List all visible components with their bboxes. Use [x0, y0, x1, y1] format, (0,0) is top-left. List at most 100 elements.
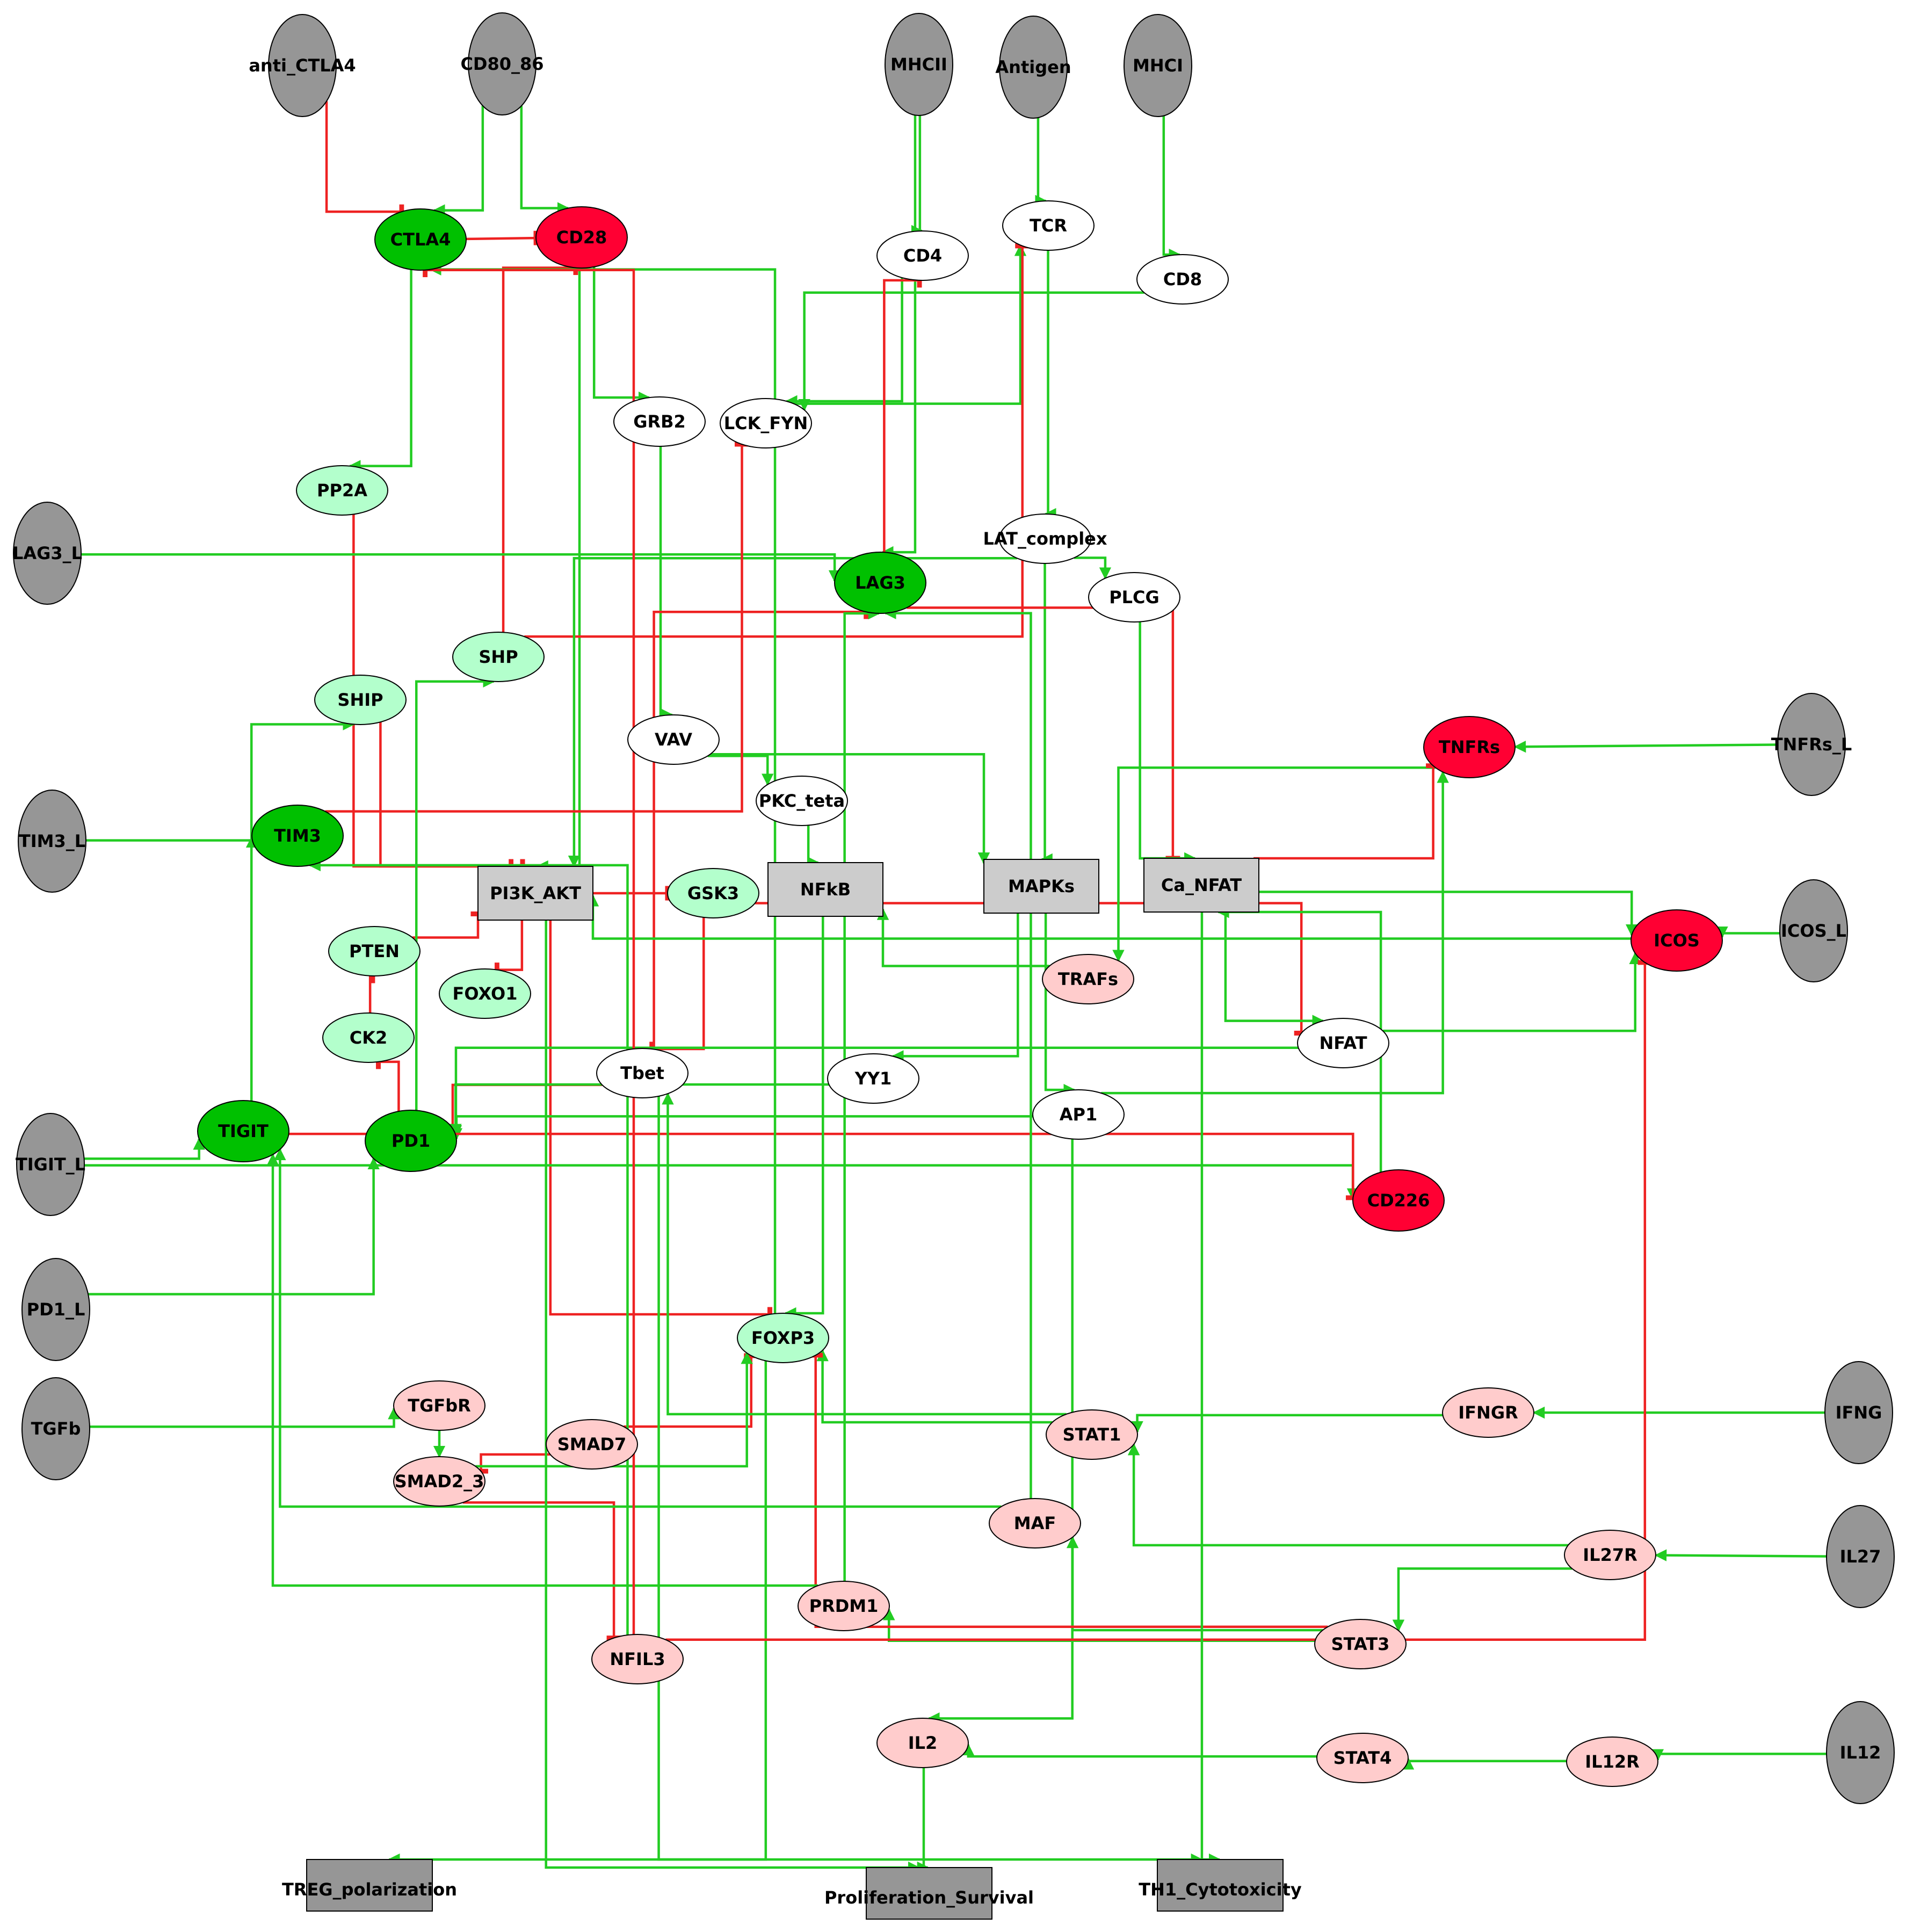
node-STAT4: STAT4: [1316, 1733, 1409, 1783]
node-shape-Tbet: [596, 1048, 689, 1098]
edge-Tbet-inhibits-PD1: [445, 1083, 603, 1131]
edge-CK2-inhibits-PTEN: [368, 968, 375, 1014]
edge-CD4-activates-LCK_FYN: [785, 278, 903, 408]
node-shape-TREG_polarization: [306, 1859, 433, 1912]
edge-PI3K_AKT-inhibits-FOXO1: [494, 920, 524, 978]
node-shape-CD8: [1136, 254, 1229, 305]
edge-MHCII-activates-CD4: [911, 115, 924, 237]
node-shape-ICOS_L: [1779, 879, 1848, 982]
node-shape-LCK_FYN: [720, 398, 812, 448]
edge-IL12R-activates-STAT4: [1402, 1757, 1567, 1770]
node-shape-anti_CTLA4: [268, 14, 337, 117]
node-label-PKC_teta: PKC_teta: [759, 791, 845, 811]
node-label-PI3K_AKT: PI3K_AKT: [490, 883, 581, 903]
node-shape-IFNG: [1824, 1361, 1893, 1464]
node-label-NFAT: NFAT: [1319, 1033, 1367, 1053]
node-anti_CTLA4: anti_CTLA4: [249, 14, 356, 117]
node-label-Tbet: Tbet: [620, 1063, 664, 1083]
node-label-YY1: YY1: [854, 1068, 892, 1089]
node-CD80_86: CD80_86: [460, 12, 544, 115]
edge-Tbet-inhibits-LAG3: [653, 604, 869, 1050]
edge-NFAT-activates-ICOS: [1382, 952, 1641, 1032]
edge-anti_CTLA4-inhibits-CTLA4: [325, 101, 404, 219]
node-label-MHCI: MHCI: [1133, 55, 1183, 76]
edge-CTLA4-activates-PP2A: [348, 269, 412, 472]
node-shape-PTEN: [328, 926, 421, 976]
node-label-CD226: CD226: [1367, 1190, 1430, 1211]
node-shape-MHCII: [885, 13, 953, 116]
node-LAG3: LAG3: [834, 552, 926, 614]
node-label-TGFb: TGFb: [31, 1419, 81, 1439]
node-label-LAG3: LAG3: [855, 573, 905, 593]
node-shape-IL12R: [1566, 1736, 1658, 1787]
node-NFIL3: NFIL3: [591, 1634, 684, 1684]
node-label-SHP: SHP: [479, 647, 518, 667]
node-label-PTEN: PTEN: [349, 941, 400, 961]
node-IL27: IL27: [1826, 1505, 1895, 1608]
edge-CD8-activates-LCK_FYN: [798, 291, 1144, 411]
edge-MAF-activates-LAG3: [884, 607, 1032, 1499]
edge-VAV-activates-MAPKs: [710, 753, 990, 865]
edge-TIGIT_L-activates-TIGIT: [84, 1137, 205, 1160]
node-shape-MHCI: [1124, 14, 1192, 117]
node-label-CD28: CD28: [556, 227, 607, 248]
node-CD4: CD4: [876, 230, 969, 281]
edge-PLCG-activates-Ca_NFAT: [1139, 621, 1197, 865]
edge-Tbet-activates-TH1_Cytotoxicity: [657, 1096, 1204, 1866]
node-label-Ca_NFAT: Ca_NFAT: [1161, 875, 1242, 895]
node-shape-PP2A: [296, 465, 388, 516]
node-label-TGFbR: TGFbR: [408, 1395, 471, 1416]
node-PRDM1: PRDM1: [798, 1581, 890, 1631]
edge-PRDM1-activates-TIGIT: [266, 1153, 818, 1587]
node-shape-IL27: [1826, 1505, 1895, 1608]
edge-TIGIT_L-activates-CD226: [84, 1164, 1359, 1200]
edge-IFNGR-activates-STAT1: [1131, 1414, 1443, 1434]
node-shape-SMAD7: [546, 1419, 638, 1470]
node-label-MAF: MAF: [1014, 1513, 1056, 1533]
edge-TCR-activates-LAT_complex: [1044, 250, 1056, 520]
node-Ca_NFAT: Ca_NFAT: [1143, 858, 1259, 913]
edge-CD226-activates-Ca_NFAT: [1217, 906, 1382, 1173]
node-label-LCK_FYN: LCK_FYN: [724, 413, 808, 433]
edge-TNFRs-activates-TRAFs: [1112, 766, 1436, 962]
node-label-STAT1: STAT1: [1063, 1424, 1121, 1445]
node-TGFbR: TGFbR: [393, 1380, 485, 1431]
edge-LCK_FYN-activates-TCR: [794, 244, 1027, 405]
edge-IL27-activates-IL27R: [1654, 1549, 1827, 1561]
edge-TNFRs_L-activates-TNFRs: [1513, 740, 1778, 753]
node-SHP: SHP: [452, 632, 545, 682]
node-shape-AP1: [1032, 1089, 1125, 1140]
node-IL27R: IL27R: [1564, 1530, 1656, 1580]
node-TCR: TCR: [1002, 200, 1095, 251]
node-TIM3: TIM3: [251, 805, 344, 867]
node-label-TIM3_L: TIM3_L: [19, 831, 85, 851]
edge-IL27R-activates-STAT1: [1127, 1443, 1568, 1547]
edge-SHP-inhibits-TCR: [524, 243, 1030, 638]
node-shape-STAT3: [1314, 1619, 1407, 1669]
node-label-Antigen: Antigen: [995, 57, 1071, 77]
edge-PD1-inhibits-CK2: [375, 1054, 400, 1112]
node-shape-TIGIT_L: [16, 1113, 85, 1216]
edge-NFkB-activates-FOXP3: [784, 916, 824, 1320]
node-label-PP2A: PP2A: [317, 480, 367, 501]
node-Antigen: Antigen: [995, 16, 1071, 119]
edge-AP1-activates-PD1: [450, 1115, 1033, 1140]
node-shape-GRB2: [613, 396, 706, 447]
edge-LAG3_L-activates-LAG3: [81, 553, 841, 583]
edge-PI3K_AKT-inhibits-FOXP3: [549, 920, 772, 1322]
node-label-FOXP3: FOXP3: [751, 1328, 815, 1348]
node-shape-IL2: [876, 1718, 969, 1768]
node-YY1: YY1: [827, 1053, 919, 1104]
node-CD226: CD226: [1352, 1169, 1445, 1232]
edge-LAG3-inhibits-Ca_NFAT: [907, 606, 1180, 861]
node-shape-SHP: [452, 632, 545, 682]
node-shape-FOXP3: [737, 1313, 829, 1363]
node-shape-CD4: [876, 230, 969, 281]
edge-TIM3_L-activates-TIM3: [85, 835, 258, 848]
node-label-GSK3: GSK3: [687, 883, 739, 903]
node-shape-STAT4: [1316, 1733, 1409, 1783]
node-PD1: PD1: [365, 1110, 457, 1172]
node-shape-CD28: [535, 206, 628, 269]
node-PLCG: PLCG: [1088, 572, 1180, 623]
